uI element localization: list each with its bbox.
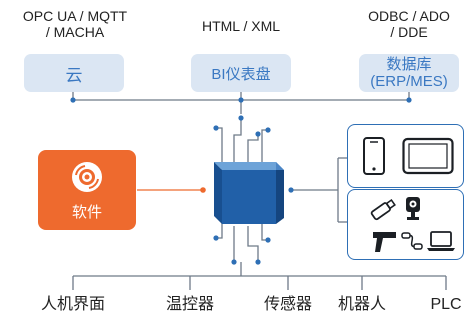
software-disc-icon [72,162,102,192]
peripheral-devices-card [347,189,464,260]
cloud-node-label: 云 [65,65,83,85]
cloud-node: 云 [24,54,124,92]
barcode-scanner-icon [373,232,396,252]
bi-dashboard-node: BI仪表盘 [191,54,291,92]
software-node: 软件 [38,150,136,230]
target-robot: 机器人 [337,296,387,313]
webcam-icon [406,197,420,220]
laptop-icon [427,231,455,251]
protocol-label-cloud: OPC UA / MQTT / MACHA [22,8,128,40]
tablet-icon [402,137,454,175]
database-node-label: 数据库 [386,56,432,73]
smartphone-icon [363,137,385,175]
software-label: 软件 [71,204,102,221]
bi-dashboard-node-label: BI仪表盘 [211,65,271,83]
data-hub-cube-icon [214,162,284,224]
protocol-label-database: ODBC / ADO / DDE [368,8,450,40]
target-thermostat: 温控器 [165,296,215,313]
screen-devices-card [347,124,464,188]
protocol-label-dashboard: HTML / XML [201,18,281,34]
target-plc: PLC [430,296,462,313]
database-node: 数据库 (ERP/MES) [359,54,459,92]
database-node-sublabel: (ERP/MES) [370,73,448,90]
usb-drive-icon [370,198,396,221]
target-hmi: 人机界面 [40,296,106,313]
target-sensor: 传感器 [263,296,313,313]
usb-cable-icon [401,232,423,250]
